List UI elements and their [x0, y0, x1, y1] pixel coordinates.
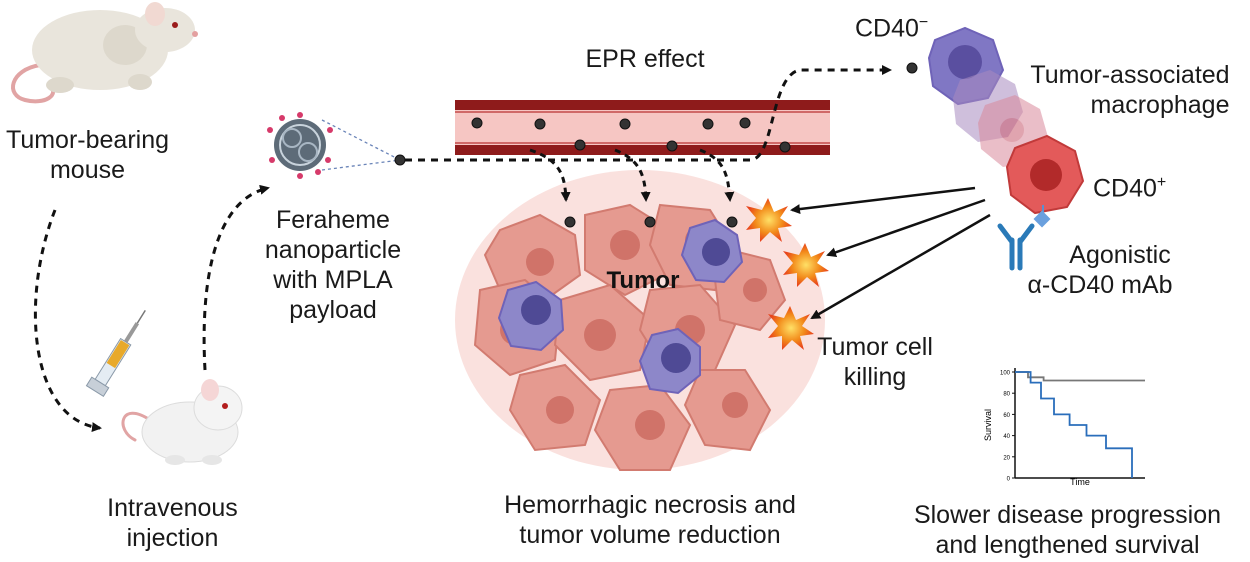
extravasation-arrow-1 — [529, 148, 571, 202]
extravasation-arrow-3 — [699, 148, 735, 202]
killing-burst-2 — [783, 243, 829, 287]
killing-arrow-3 — [810, 213, 991, 320]
killing-arrow-2 — [826, 198, 986, 258]
killing-burst-1 — [746, 198, 792, 242]
tumor-label: Tumor — [607, 267, 680, 294]
arrow-nanoparticle-to-macrophage — [405, 65, 892, 162]
y-tick-label-3: 60 — [1003, 413, 1010, 419]
antibody-icon — [997, 223, 1035, 271]
arrow-injection-to-nanoparticle — [202, 184, 270, 371]
killing-burst-3 — [768, 306, 814, 350]
arrow-mouse-to-injection — [33, 209, 102, 433]
y-tick-label-5: 100 — [1000, 371, 1011, 377]
feraheme-nanoparticle-icon — [267, 112, 333, 179]
killing-arrow-1 — [790, 186, 976, 215]
y-tick-label-2: 40 — [1003, 434, 1010, 440]
cd40-negative-label: CD40− — [855, 14, 929, 43]
epr-effect-label: EPR effect — [585, 45, 705, 73]
nanoparticles-in-vessel — [394, 62, 918, 228]
chart-ylabel: Survival — [983, 409, 993, 441]
y-tick-label-4: 80 — [1003, 392, 1010, 398]
tumor-bearing-mouse-icon — [11, 2, 198, 104]
tumor-macrophage-2 — [497, 280, 565, 352]
cd40-positive-macrophage — [1005, 134, 1085, 215]
survival-series-0 — [1015, 371, 1145, 382]
survival-series-1 — [1015, 371, 1133, 478]
cd40-positive-label: CD40+ — [1093, 174, 1167, 203]
syringe-icon — [85, 310, 146, 397]
tumor-macrophage-1 — [680, 218, 744, 284]
survival-chart: 0 20 40 60 80 100 Time Survival — [983, 368, 1145, 487]
chart-xlabel: Time — [1070, 477, 1090, 487]
injected-mouse-icon — [121, 379, 243, 465]
extravasation-arrow-2 — [614, 148, 651, 202]
zoom-lines — [321, 119, 401, 171]
y-tick-label-1: 20 — [1003, 455, 1010, 461]
blood-vessel — [455, 100, 830, 155]
tumor-mass — [455, 170, 825, 471]
y-tick-label-0: 0 — [1007, 477, 1011, 483]
tumor-macrophage-3 — [638, 327, 701, 395]
